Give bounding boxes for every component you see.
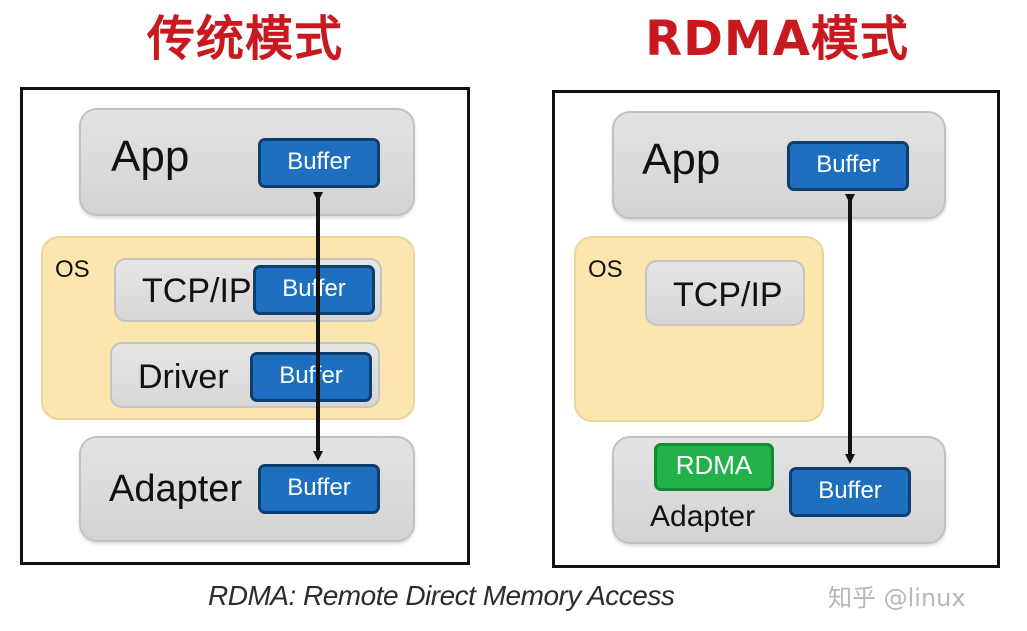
rdma-chip: RDMA bbox=[654, 443, 774, 491]
right-tcpip-box: TCP/IP bbox=[645, 260, 805, 326]
left-tcpip-label: TCP/IP bbox=[142, 272, 252, 310]
right-adapter-buffer: Buffer bbox=[789, 467, 911, 517]
right-panel-title: RDMA模式 bbox=[645, 11, 909, 67]
left-panel-title: 传统模式 bbox=[146, 11, 343, 67]
watermark: 知乎 @linux bbox=[828, 584, 966, 612]
left-app-buffer: Buffer bbox=[258, 138, 380, 188]
right-app-buffer: Buffer bbox=[787, 141, 909, 191]
left-driver-buffer: Buffer bbox=[250, 352, 372, 402]
left-app-label: App bbox=[111, 132, 190, 181]
right-os-label: OS bbox=[588, 256, 623, 283]
right-tcpip-label: TCP/IP bbox=[673, 276, 783, 314]
right-app-label: App bbox=[642, 135, 721, 184]
caption: RDMA: Remote Direct Memory Access bbox=[208, 580, 675, 611]
right-adapter-label: Adapter bbox=[650, 500, 756, 533]
left-adapter-label: Adapter bbox=[109, 468, 243, 510]
left-adapter-buffer: Buffer bbox=[258, 464, 380, 514]
left-os-label: OS bbox=[55, 256, 90, 283]
left-driver-label: Driver bbox=[138, 358, 229, 396]
